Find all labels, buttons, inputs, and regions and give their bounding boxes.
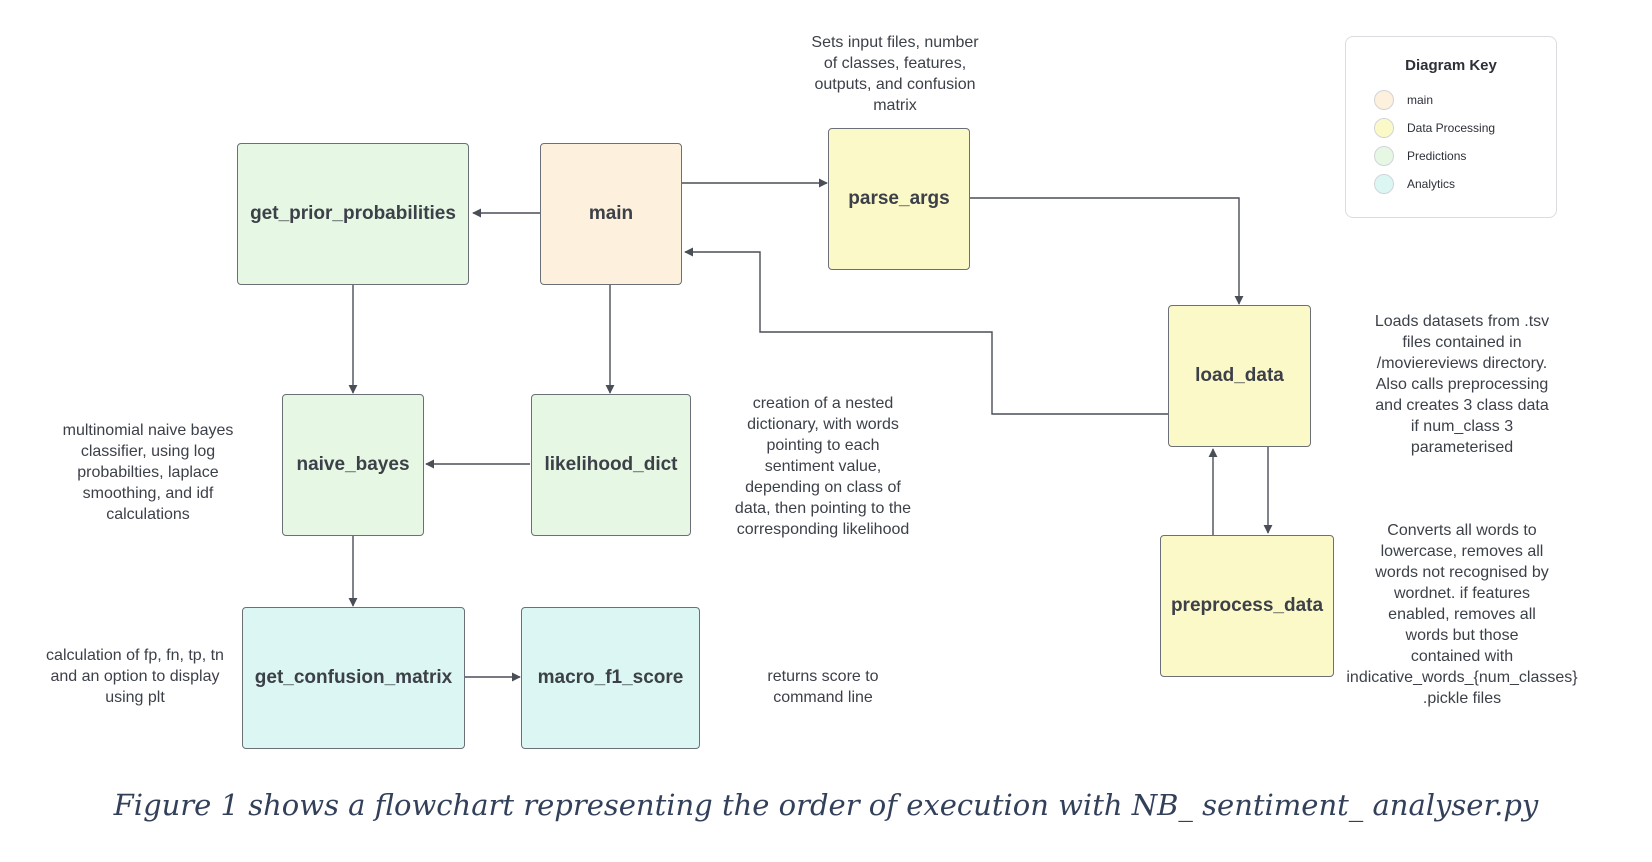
node-parse-args: parse_args — [828, 128, 970, 270]
figure-caption: Figure 1 shows a flowchart representing … — [113, 788, 1539, 822]
key-item-data-processing: Data Processing — [1374, 118, 1495, 138]
key-swatch-predictions — [1374, 146, 1394, 166]
key-swatch-main — [1374, 90, 1394, 110]
key-item-predictions: Predictions — [1374, 146, 1466, 166]
note-naive-bayes: multinomial naive bayes classifier, usin… — [62, 422, 234, 523]
key-label-predictions: Predictions — [1407, 149, 1467, 163]
node-load-data: load_data — [1168, 305, 1311, 447]
note-parse-args: Sets input files, number of classes, fea… — [811, 34, 979, 114]
key-label-data-processing: Data Processing — [1407, 121, 1496, 135]
key-label-main: main — [1407, 93, 1434, 107]
key-label-analytics: Analytics — [1407, 177, 1456, 191]
key-item-main: main — [1374, 90, 1433, 110]
node-naive-bayes: naive_bayes — [282, 394, 424, 536]
note-macro-f1-score: returns score to command line — [767, 668, 879, 706]
node-likelihood-dict: likelihood_dict — [531, 394, 691, 536]
note-load-data: Loads datasets from .tsv files contained… — [1374, 313, 1550, 456]
note-get-confusion-matrix: calculation of fp, fn, tp, tn and an opt… — [46, 647, 224, 706]
note-likelihood-dict: creation of a nested dictionary, with wo… — [734, 395, 912, 538]
key-item-analytics: Analytics — [1374, 174, 1455, 194]
node-macro-f1-score: macro_f1_score — [521, 607, 700, 749]
note-preprocess-data: Converts all words to lowercase, removes… — [1346, 522, 1578, 707]
diagram-key: Diagram Key main Data Processing Predict… — [1345, 36, 1557, 218]
diagram-key-title: Diagram Key — [1405, 57, 1497, 74]
node-preprocess-data: preprocess_data — [1160, 535, 1334, 677]
arrow-load-data-to-main — [684, 247, 1168, 415]
arrow-parse-args-to-load-data — [969, 197, 1244, 305]
key-swatch-analytics — [1374, 174, 1394, 194]
node-get-prior-probabilities: get_prior_probabilities — [237, 143, 469, 285]
node-get-confusion-matrix: get_confusion_matrix — [242, 607, 465, 749]
key-swatch-data-processing — [1374, 118, 1394, 138]
node-main: main — [540, 143, 682, 285]
